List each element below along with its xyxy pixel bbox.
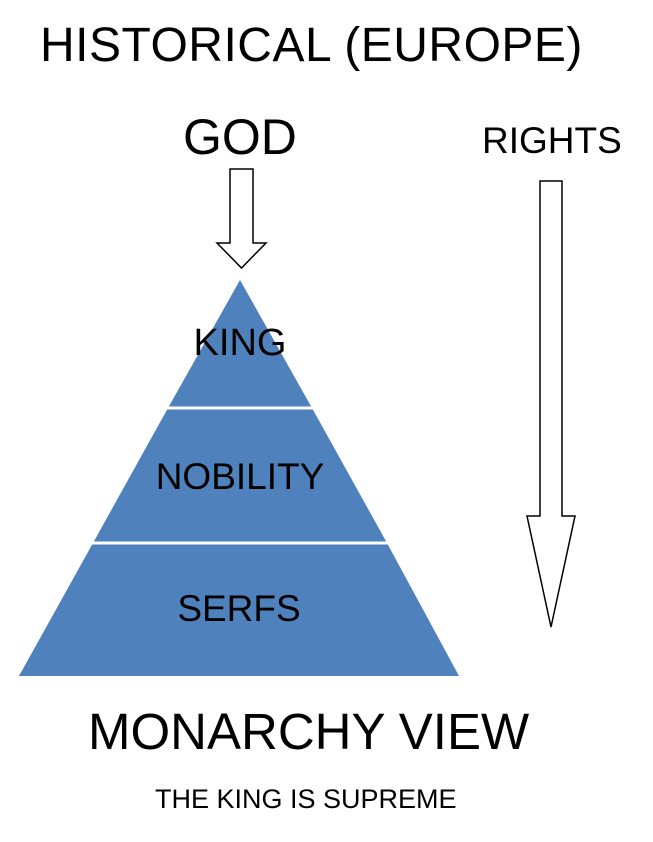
pyramid-tier-king: [168, 280, 312, 408]
page-title: HISTORICAL (EUROPE): [40, 19, 583, 72]
tier-label-king: KING: [194, 322, 287, 364]
rights-down-arrow: [526, 180, 576, 628]
view-title: MONARCHY VIEW: [88, 703, 530, 760]
tier-label-nobility: NOBILITY: [156, 456, 325, 497]
pyramid-tier-serfs: [19, 543, 459, 676]
rights-label: RIGHTS: [482, 120, 622, 161]
god-down-arrow: [215, 168, 268, 270]
god-label: GOD: [183, 109, 297, 165]
pyramid-tier-nobility: [93, 408, 387, 543]
view-subtitle: THE KING IS SUPREME: [155, 784, 457, 814]
tier-label-serfs: SERFS: [177, 588, 300, 629]
